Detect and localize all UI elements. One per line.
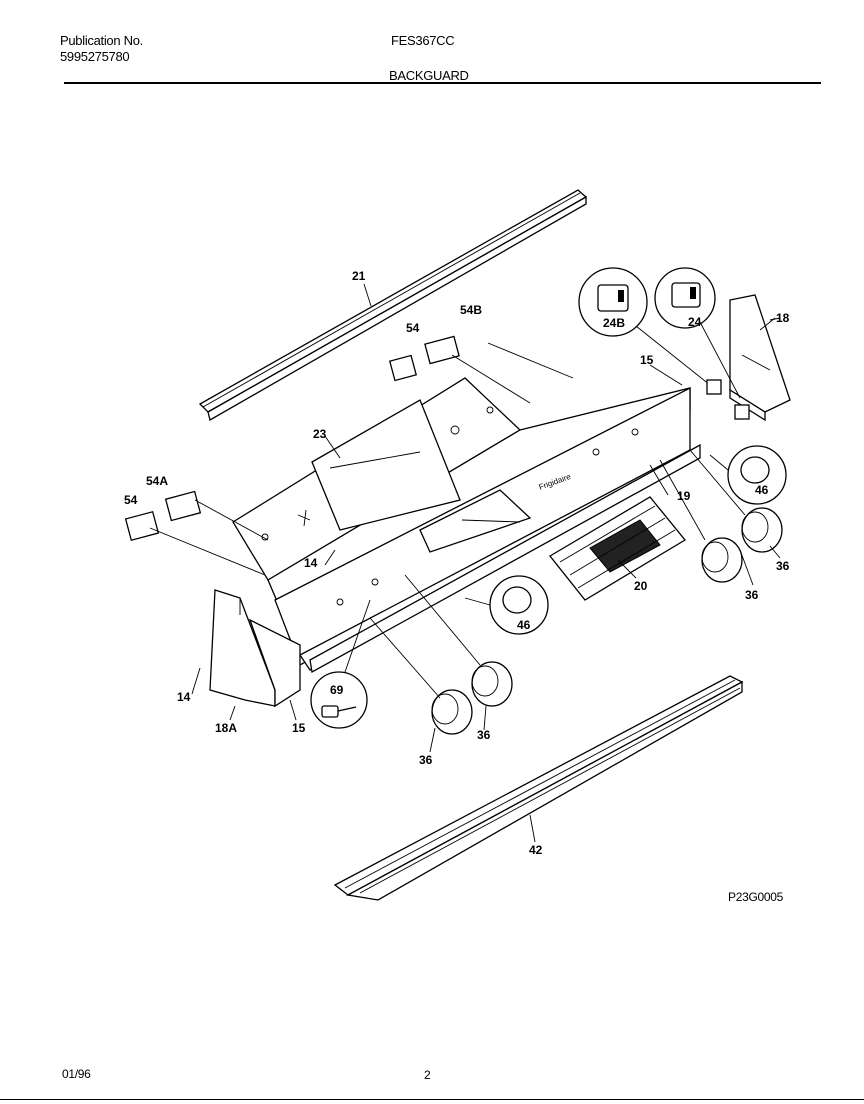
part-42-bottom-trim (333, 675, 744, 901)
callout-15-left: 15 (292, 721, 306, 735)
callout-42: 42 (529, 843, 543, 857)
callout-14-left: 14 (177, 690, 191, 704)
callout-54-left: 54 (124, 493, 138, 507)
callout-19: 19 (677, 489, 691, 503)
callout-labels: 21 54 54B 24B 24 18 15 23 54A 54 19 46 3… (124, 269, 790, 857)
callout-15-right: 15 (640, 353, 654, 367)
callout-46-right: 46 (755, 483, 769, 497)
callout-36-mid-1: 36 (419, 753, 433, 767)
part-54-switches (124, 335, 460, 542)
callout-24b: 24B (603, 316, 625, 330)
callout-54b: 54B (460, 303, 482, 317)
callout-36-right-1: 36 (776, 559, 790, 573)
drawing-code: P23G0005 (728, 890, 783, 904)
part-69-screw (310, 599, 371, 729)
callout-69: 69 (330, 683, 344, 697)
revision-date: 01/96 (62, 1067, 91, 1081)
part-18a-left-end-cap (209, 589, 301, 708)
page-number: 2 (424, 1068, 431, 1082)
model-number: FES367CC (391, 33, 455, 48)
leader-lines (149, 317, 781, 753)
part-20-grille (549, 496, 686, 601)
publication-number: 5995275780 (60, 49, 130, 64)
callout-23: 23 (313, 427, 327, 441)
part-46-knobs (464, 445, 787, 635)
section-title: BACKGUARD (389, 68, 469, 83)
part-36-knobs (431, 507, 783, 735)
callout-36-right-2: 36 (745, 588, 759, 602)
callout-36-mid-2: 36 (477, 728, 491, 742)
callout-54a: 54A (146, 474, 168, 488)
header-rule (64, 82, 821, 84)
part-24-switches (578, 267, 750, 420)
callout-14-mid: 14 (304, 556, 318, 570)
callout-21: 21 (352, 269, 366, 283)
footer-rule (0, 1099, 864, 1100)
publication-label: Publication No. (60, 33, 143, 48)
callout-54-top: 54 (406, 321, 420, 335)
callout-20: 20 (634, 579, 648, 593)
part-21-top-trim (198, 189, 588, 421)
callout-18: 18 (776, 311, 790, 325)
callout-46-mid: 46 (517, 618, 531, 632)
callout-24: 24 (688, 315, 702, 329)
callout-18a: 18A (215, 721, 237, 735)
